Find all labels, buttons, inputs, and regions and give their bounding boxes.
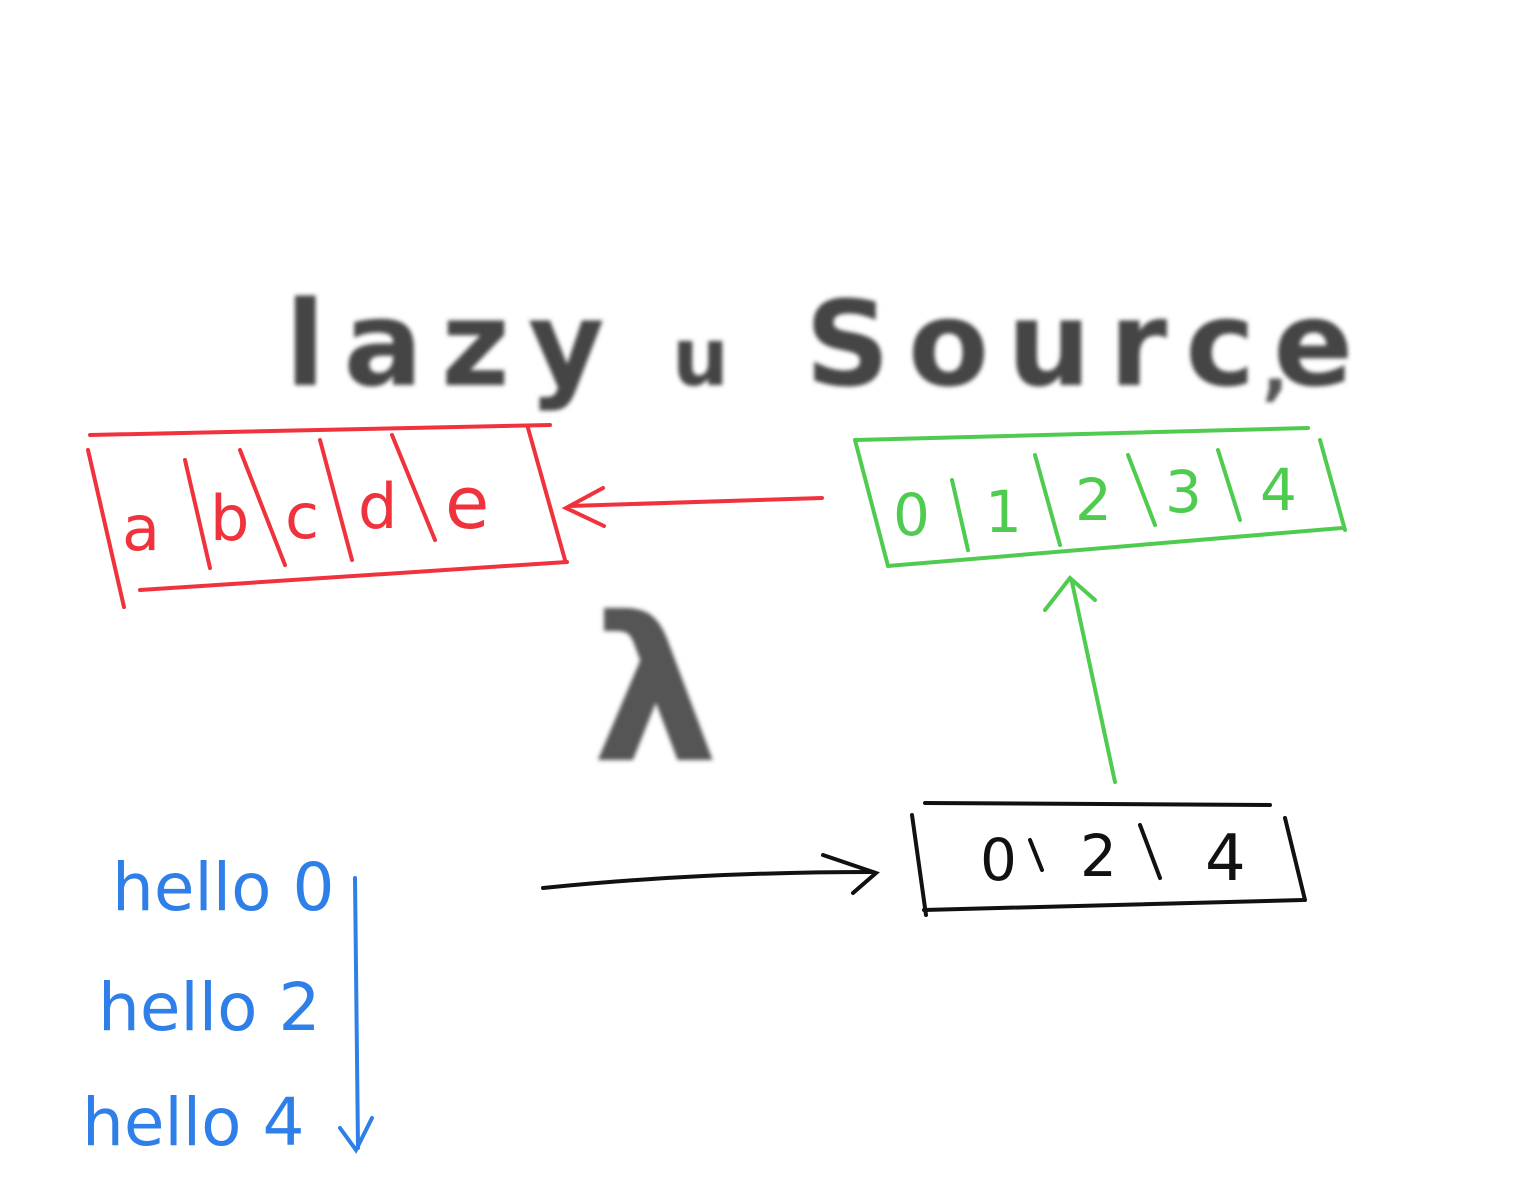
red-cell-label: a [122,492,160,565]
title-comma: , [1262,327,1307,409]
green-array-right-edge [1318,438,1347,532]
black-array-labels: 0 2 4 [980,822,1246,896]
black-cell-label: 0 [980,826,1017,894]
black-array [910,801,1307,917]
red-array-labels: a b c d e [122,461,489,565]
red-cell-divider [318,438,354,562]
green-cell-label: 1 [985,478,1022,546]
red-arrow-shaft [568,496,824,508]
green-cell-label: 4 [1260,456,1297,524]
red-array [86,423,569,609]
green-array-bottom-edge [886,526,1344,568]
red-array-bottom-edge [138,560,569,592]
output-lines: hello 0 hello 2 hello 4 [82,849,334,1161]
red-cell-divider [238,448,287,567]
green-cell-label: 0 [893,481,930,549]
black-arrow-head [821,853,880,895]
black-array-bottom-edge [922,898,1305,912]
red-array-right-edge [526,426,567,562]
black-array-right-edge [1283,816,1307,902]
green-array [853,426,1347,568]
black-cell-label: 2 [1080,822,1117,890]
black-arrow-shaft [541,870,875,890]
green-arrow-shaft [1070,580,1117,784]
green-cell-divider [950,478,970,552]
green-arrow-head [1043,575,1097,612]
red-cell-label: c [285,480,319,553]
black-cell-divider [1138,823,1162,880]
title-word-source: Source [805,275,1371,413]
green-array-top-edge [853,426,1310,442]
lambda-label: λ [592,575,719,808]
green-cell-label: 3 [1165,458,1202,526]
red-arrow [561,486,824,528]
red-array-top-edge [88,423,552,437]
green-cell-label: 2 [1075,466,1112,534]
green-arrow [1043,575,1117,784]
title-word-u: u [672,311,747,404]
red-cell-label: d [358,470,397,543]
red-cell-label: e [445,461,489,545]
black-arrow [541,853,880,895]
output-line: hello 4 [82,1084,304,1161]
output-line: hello 0 [112,849,334,926]
blue-arrow [338,876,374,1154]
red-arrow-head [561,486,606,528]
black-array-top-edge [923,801,1272,807]
red-cell-divider [390,433,437,542]
black-cell-divider [1028,838,1044,872]
black-array-left-edge [910,813,928,917]
title-word-lazy: lazy [285,275,623,413]
red-array-left-edge [86,448,126,609]
green-cell-divider [1216,448,1242,522]
blue-arrow-head [338,1116,374,1154]
blue-arrow-shaft [353,876,360,1150]
red-cell-label: b [210,482,249,555]
red-cell-divider [183,458,212,570]
title: lazy u Source , [285,275,1371,413]
black-cell-label: 4 [1205,822,1246,896]
green-cell-divider [1126,453,1157,527]
green-array-labels: 0 1 2 3 4 [893,456,1297,549]
lambda-symbol: λ [592,575,719,808]
output-line: hello 2 [98,969,320,1046]
green-cell-divider [1033,453,1062,547]
green-array-left-edge [853,438,890,568]
